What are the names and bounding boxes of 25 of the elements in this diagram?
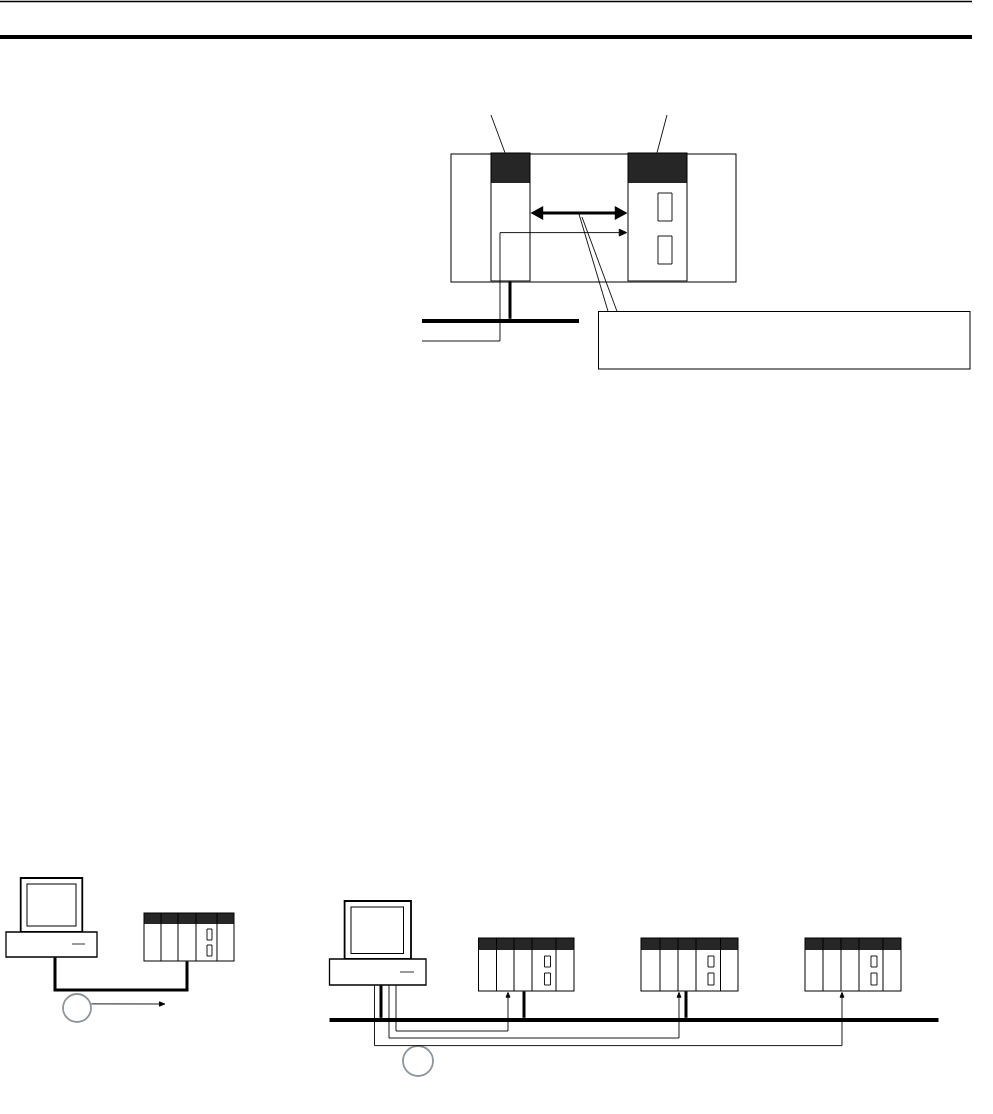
arrow	[395, 984, 511, 1032]
step-circle	[402, 1045, 434, 1077]
leader-line	[578, 213, 609, 312]
leader-line	[656, 114, 668, 154]
rack-box	[640, 937, 739, 992]
callout-box	[598, 311, 971, 370]
arrow	[374, 984, 845, 1047]
arrow	[90, 1001, 166, 1007]
module-box	[627, 152, 688, 282]
rack-box	[143, 912, 235, 962]
arrow	[388, 984, 682, 1039]
computer-picture	[5, 877, 98, 958]
cable	[379, 985, 383, 1018]
rack-box	[804, 937, 902, 992]
cable	[53, 957, 189, 992]
cable	[522, 991, 526, 1018]
module-box	[490, 152, 531, 282]
computer-picture	[328, 900, 427, 986]
rack-box	[478, 937, 575, 992]
cable	[508, 281, 512, 319]
step-circle	[62, 993, 92, 1023]
arrow	[421, 228, 628, 342]
leader-line	[581, 216, 618, 312]
leader-line	[490, 114, 506, 154]
cable	[684, 991, 688, 1018]
